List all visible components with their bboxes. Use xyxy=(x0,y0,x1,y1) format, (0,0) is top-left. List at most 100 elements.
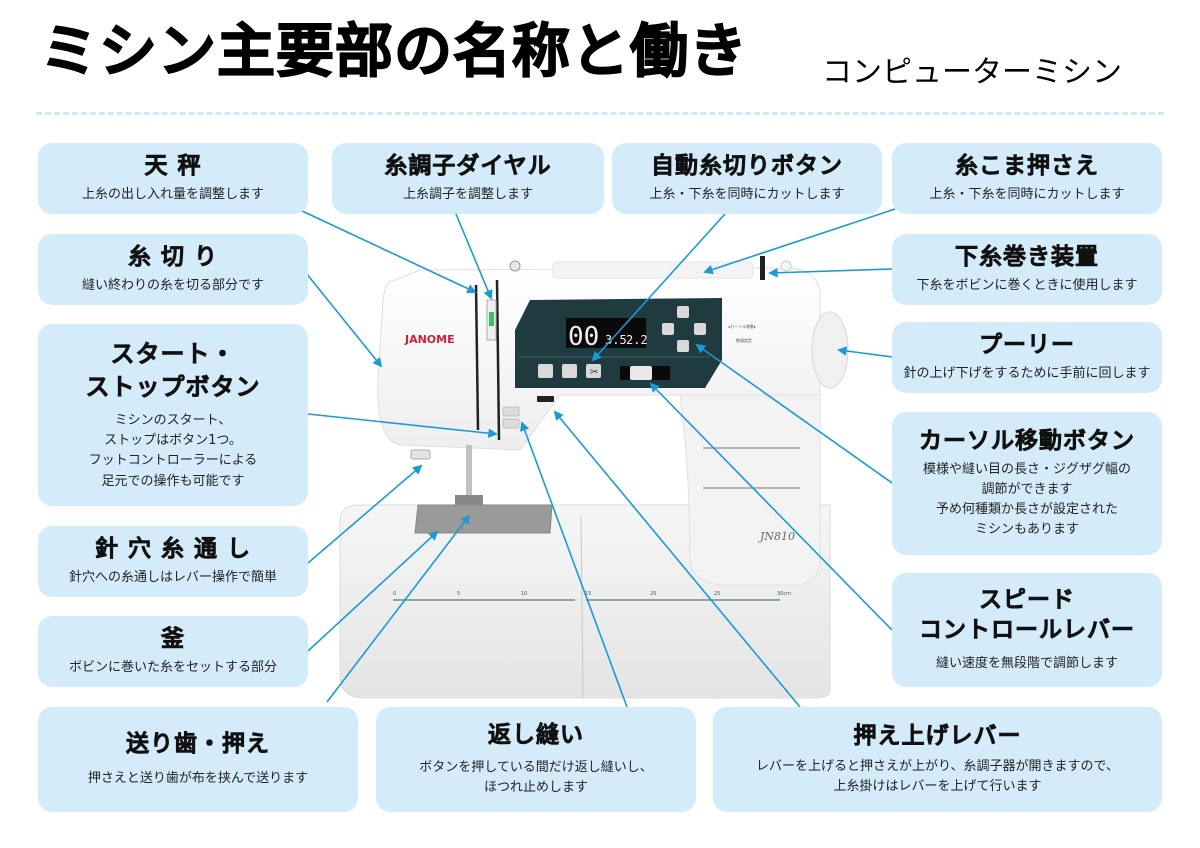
brand-logo: JANOME xyxy=(404,333,455,346)
callout-desc: 針の上げ下げをするために手前に回します xyxy=(903,365,1151,381)
callout-speed-lever: スピード コントロールレバー 縫い速度を無段階で調節します xyxy=(892,573,1162,687)
leader-spool-holder xyxy=(703,208,896,275)
callout-title: 糸こま押さえ xyxy=(955,153,1099,180)
callout-auto-thread-cutter: 自動糸切りボタン 上糸・下糸を同時にカットします xyxy=(612,143,882,214)
callout-title: 返し縫い xyxy=(488,721,584,749)
leader-needle-threader xyxy=(307,464,423,564)
ruler-tick-label: 30cm xyxy=(777,591,791,597)
ruler-tick-label: 10 xyxy=(521,591,527,597)
cursor-up-button[interactable] xyxy=(677,306,689,318)
leader-start-stop xyxy=(307,413,498,438)
lcd-pattern-number: 00 xyxy=(568,322,599,352)
lcd-display xyxy=(566,318,646,348)
callout-desc: 上糸調子を調整します xyxy=(402,186,533,202)
leader-thread-cutter xyxy=(301,267,383,368)
thread-cutter-button[interactable] xyxy=(586,364,601,378)
leader-tenbin xyxy=(299,209,477,294)
ruler-tick-label: 15 xyxy=(585,591,591,597)
callout-title: 下糸巻き装置 xyxy=(955,244,1099,271)
top-cover xyxy=(552,261,754,279)
callout-title: スピード コントロールレバー xyxy=(919,587,1135,643)
leader-feed-dog xyxy=(326,514,471,703)
callout-presser-lifter: 押え上げレバー レバーを上げると押さえが上がり、糸調子器が開きますので、 上糸掛… xyxy=(713,707,1162,812)
leader-auto-cutter xyxy=(591,213,726,362)
page-subtitle: コンピューターミシン xyxy=(822,55,1122,90)
callout-desc: 上糸・下糸を同時にカットします xyxy=(649,186,845,202)
callout-desc: 下糸をボビンに巻くときに使用します xyxy=(916,277,1138,293)
callout-bobbin-winder: 下糸巻き装置 下糸をボビンに巻くときに使用します xyxy=(892,234,1162,305)
thread-path xyxy=(474,279,501,441)
needle-up-down-button[interactable] xyxy=(562,364,577,378)
callout-title: 自動糸切りボタン xyxy=(651,153,843,180)
callout-desc: 針穴への糸通しはレバー操作で簡単 xyxy=(68,569,277,585)
start-stop-button[interactable] xyxy=(502,418,520,429)
bobbin-winder-cap xyxy=(780,260,792,272)
spool-pin xyxy=(509,260,521,272)
pulley-wheel xyxy=(811,311,849,389)
callout-desc: 縫い終わりの糸を切る部分です xyxy=(81,277,264,293)
cursor-sub-label: 数値設定 xyxy=(736,337,752,343)
callout-pulley: プーリー 針の上げ下げをするために手前に回します xyxy=(892,322,1162,393)
presser-lifter-lever[interactable] xyxy=(537,396,554,402)
leader-pulley xyxy=(837,346,893,358)
ruler-labels: 0 5 10 15 20 25 30cm xyxy=(393,591,791,597)
callout-cursor-buttons: カーソル移動ボタン 模様や縫い目の長さ・ジグザグ幅の 調節ができます 予め何種類… xyxy=(892,412,1162,555)
ruler-tick-label: 5 xyxy=(457,591,460,597)
leader-presser-lifter xyxy=(553,410,801,708)
callout-needle-threader: 針 穴 糸 通 し 針穴への糸通しはレバー操作で簡単 xyxy=(38,526,308,597)
callout-title: 押え上げレバー xyxy=(853,722,1022,750)
page-title: ミシン主要部の名称と働き xyxy=(39,17,749,85)
leader-lines xyxy=(299,208,896,708)
callout-desc: 上糸・下糸を同時にカットします xyxy=(929,186,1125,202)
callout-title: 天 秤 xyxy=(144,153,202,180)
svg-text:✂: ✂ xyxy=(590,367,598,378)
bobbin-winder-spindle xyxy=(760,256,765,280)
lcd-length-value: 2.2 xyxy=(626,333,648,347)
callout-tenbin: 天 秤 上糸の出し入れ量を調整します xyxy=(38,143,308,214)
cursor-left-button[interactable] xyxy=(662,323,674,335)
needle-threader-lever[interactable] xyxy=(410,449,431,460)
needle-plate xyxy=(414,504,553,534)
callout-spool-holder: 糸こま押さえ 上糸・下糸を同時にカットします xyxy=(892,143,1162,214)
reverse-button[interactable] xyxy=(502,406,520,417)
leader-hook xyxy=(307,530,439,652)
callout-feed-dog-presser: 送り歯・押え 押さえと送り歯が布を挟んで送ります xyxy=(38,707,358,812)
callout-desc: ボビンに巻いた糸をセットする部分 xyxy=(68,659,277,675)
callout-title: カーソル移動ボタン xyxy=(919,427,1135,455)
callout-title: 送り歯・押え xyxy=(126,731,270,758)
callout-title: 針 穴 糸 通 し xyxy=(94,536,252,563)
ruler-tick-label: 0 xyxy=(393,591,396,597)
cursor-down-button[interactable] xyxy=(677,340,689,352)
callout-title: 糸調子ダイヤル xyxy=(384,153,552,180)
ruler-tick-label: 25 xyxy=(714,591,720,597)
leader-ito-choshi xyxy=(455,213,493,300)
callout-desc: 押さえと送り歯が布を挟んで送ります xyxy=(87,770,309,786)
tension-indicator xyxy=(489,312,494,326)
pattern-chart xyxy=(703,447,800,489)
leader-bobbin-winder xyxy=(768,267,893,278)
callout-desc: ボタンを押している間だけ返し縫いし、 ほつれ止めします xyxy=(419,759,653,795)
callout-desc: 上糸の出し入れ量を調整します xyxy=(81,186,264,202)
callout-desc: 模様や縫い目の長さ・ジグザグ幅の 調節ができます 予め何種類か長さが設定された … xyxy=(922,461,1131,538)
model-name: JN810 xyxy=(758,530,795,543)
callout-title: 糸 切 り xyxy=(127,244,218,271)
lock-stitch-button[interactable] xyxy=(538,364,553,378)
callout-start-stop-button: スタート・ ストップボタン ミシンのスタート、 ストップはボタン1つ。 フットコ… xyxy=(38,324,308,506)
callout-title: スタート・ ストップボタン xyxy=(85,340,261,401)
leader-reverse xyxy=(520,421,628,708)
lcd-width-value: 3.5 xyxy=(605,333,627,347)
callout-title: 釜 xyxy=(161,626,185,653)
callout-desc: ミシンのスタート、 ストップはボタン1つ。 フットコントローラーによる 足元での… xyxy=(88,413,258,489)
ruler-tick-label: 20 xyxy=(650,591,656,597)
callout-desc: レバーを上げると押さえが上がり、糸調子器が開きますので、 上糸掛けはレバーを上げ… xyxy=(756,758,1119,794)
callout-hook: 釜 ボビンに巻いた糸をセットする部分 xyxy=(38,616,308,687)
callout-ito-choshi-dial: 糸調子ダイヤル 上糸調子を調整します xyxy=(332,143,604,214)
speed-slider-handle[interactable] xyxy=(630,366,652,380)
callout-thread-cutter: 糸 切 り 縫い終わりの糸を切る部分です xyxy=(38,234,308,305)
callout-title: プーリー xyxy=(979,332,1075,359)
leader-cursor xyxy=(695,343,896,486)
cursor-right-button[interactable] xyxy=(694,323,706,335)
dashed-divider xyxy=(36,112,1164,115)
callout-desc: 縫い速度を無段階で調節します xyxy=(935,655,1118,671)
